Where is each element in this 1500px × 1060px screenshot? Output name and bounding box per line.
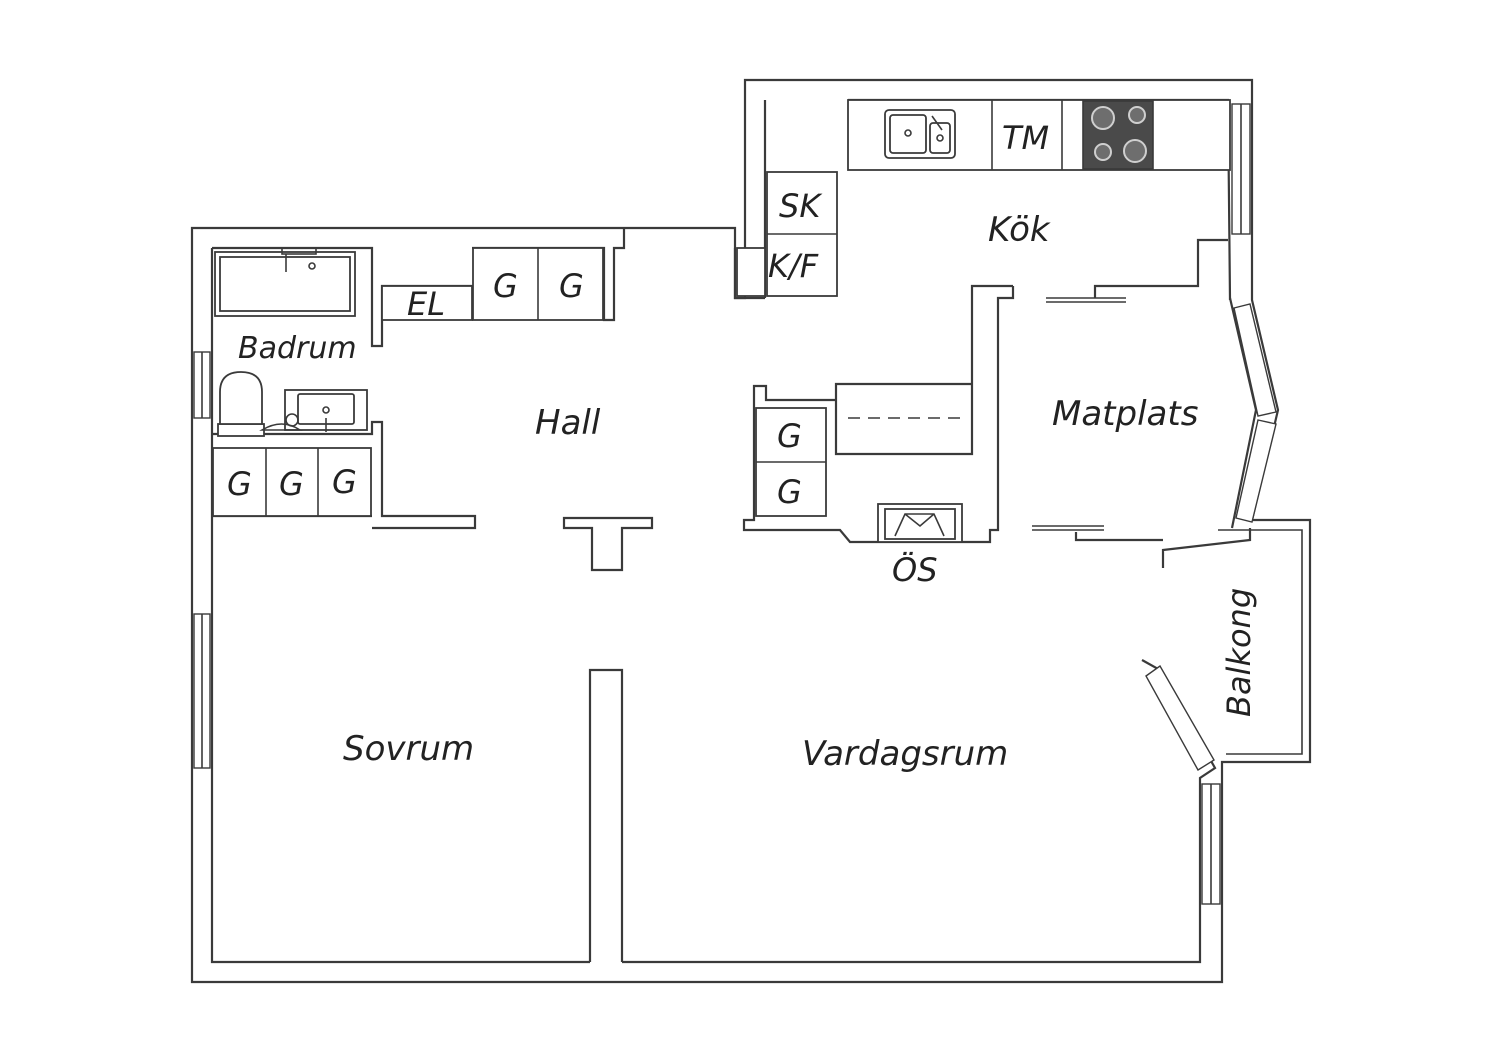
room-label-sovrum: Sovrum [343, 729, 474, 769]
room-labels: Kök Hall Badrum Matplats Sovrum Vardagsr… [238, 210, 1258, 774]
sink-icon [884, 109, 956, 159]
wardrobe-label: G [332, 463, 357, 501]
room-label-balkong: Balkong [1220, 588, 1258, 717]
interior-walls [212, 228, 1258, 962]
wardrobes [212, 247, 827, 517]
fixture-label-tm: TM [1002, 119, 1049, 157]
fixture-label-kf: K/F [768, 247, 819, 285]
room-label-vardagsrum: Vardagsrum [802, 734, 1008, 774]
wardrobe-label: G [777, 473, 802, 511]
bathroom-fixtures [214, 247, 473, 437]
wardrobe-label: G [559, 267, 584, 305]
wardrobe-label: G [227, 465, 252, 503]
toilet-icon [217, 371, 265, 437]
fireplace-icon [877, 503, 963, 543]
kitchen-counter [736, 99, 1231, 297]
room-label-badrum: Badrum [238, 331, 357, 366]
fixture-labels: SK K/F TM EL G G G G G G G ÖS [227, 119, 1049, 589]
bathtub-icon [214, 247, 356, 317]
room-label-matplats: Matplats [1052, 394, 1198, 434]
washbasin-icon [259, 389, 368, 432]
wardrobe-label: G [493, 267, 518, 305]
room-label-hall: Hall [535, 403, 601, 443]
fixture-label-sk: SK [779, 187, 823, 225]
room-label-kok: Kök [988, 210, 1051, 250]
wardrobe-label: G [777, 417, 802, 455]
wardrobe-label: G [279, 465, 304, 503]
stove-icon [1082, 100, 1154, 170]
fixture-label-os: ÖS [892, 551, 938, 589]
windows [193, 103, 1277, 905]
fixture-label-el: EL [407, 285, 445, 323]
